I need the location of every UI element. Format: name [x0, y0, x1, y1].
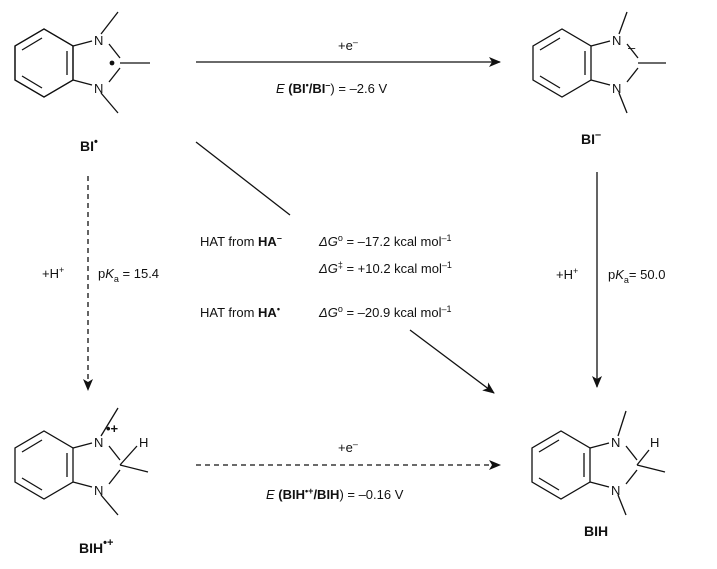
bi-anion-structure: N N – BI–: [532, 11, 666, 147]
radical-dot: [109, 60, 115, 66]
benzene-ring: [14, 28, 74, 98]
atom-n-bottom: N: [611, 483, 620, 498]
left-pka: pKa = 15.4: [98, 266, 159, 284]
bottom-potential: E (BIH•+/BIH) = –0.16 V: [266, 486, 404, 502]
diagonal-arrow-lower: [409, 329, 495, 394]
bi-radical-structure: N N BI•: [14, 11, 150, 154]
atom-n-bottom: N: [94, 483, 103, 498]
molecule-bonds: [532, 11, 666, 114]
bih-radical-cation-label: BIH•+: [79, 537, 113, 556]
hat-from-anion: HAT from HA–: [200, 233, 282, 249]
atom-h: H: [139, 435, 148, 450]
hat-radical-dg: ΔGo = –20.9 kcal mol–1: [318, 304, 452, 320]
atom-n-top: N: [612, 33, 621, 48]
hat-anion-dg: ΔGo = –17.2 kcal mol–1: [318, 233, 452, 249]
anion-charge: –: [628, 40, 636, 55]
right-pka: pKa= 50.0: [608, 267, 665, 285]
radical-cation-charge: •+: [106, 421, 119, 436]
atom-n-bottom: N: [612, 81, 621, 96]
bih-structure: N N H BIH: [531, 410, 666, 539]
bi-radical-label: BI•: [80, 136, 98, 154]
atom-n-top: N: [94, 33, 103, 48]
molecule-bonds: [14, 407, 149, 516]
bih-label: BIH: [584, 523, 608, 539]
right-reagent: +H+: [556, 266, 578, 282]
molecule-bonds: [14, 11, 150, 114]
molecule-bonds: [531, 410, 666, 516]
atom-n-top: N: [94, 435, 103, 450]
hat-anion-dg-ts: ΔG‡ = +10.2 kcal mol–1: [318, 260, 452, 276]
atom-n-top: N: [611, 435, 620, 450]
left-reagent: +H+: [42, 265, 64, 281]
top-potential: E (BI•/BI–) = –2.6 V: [276, 80, 387, 96]
atom-n-bottom: N: [94, 81, 103, 96]
bottom-reagent: +e–: [338, 439, 358, 455]
bi-anion-label: BI–: [581, 129, 601, 147]
diagonal-line-upper: [195, 141, 291, 216]
hat-from-radical: HAT from HA•: [200, 304, 280, 320]
bih-radical-cation-structure: N N H •+ BIH•+: [14, 407, 149, 556]
top-reagent: +e–: [338, 37, 358, 53]
atom-h: H: [650, 435, 659, 450]
